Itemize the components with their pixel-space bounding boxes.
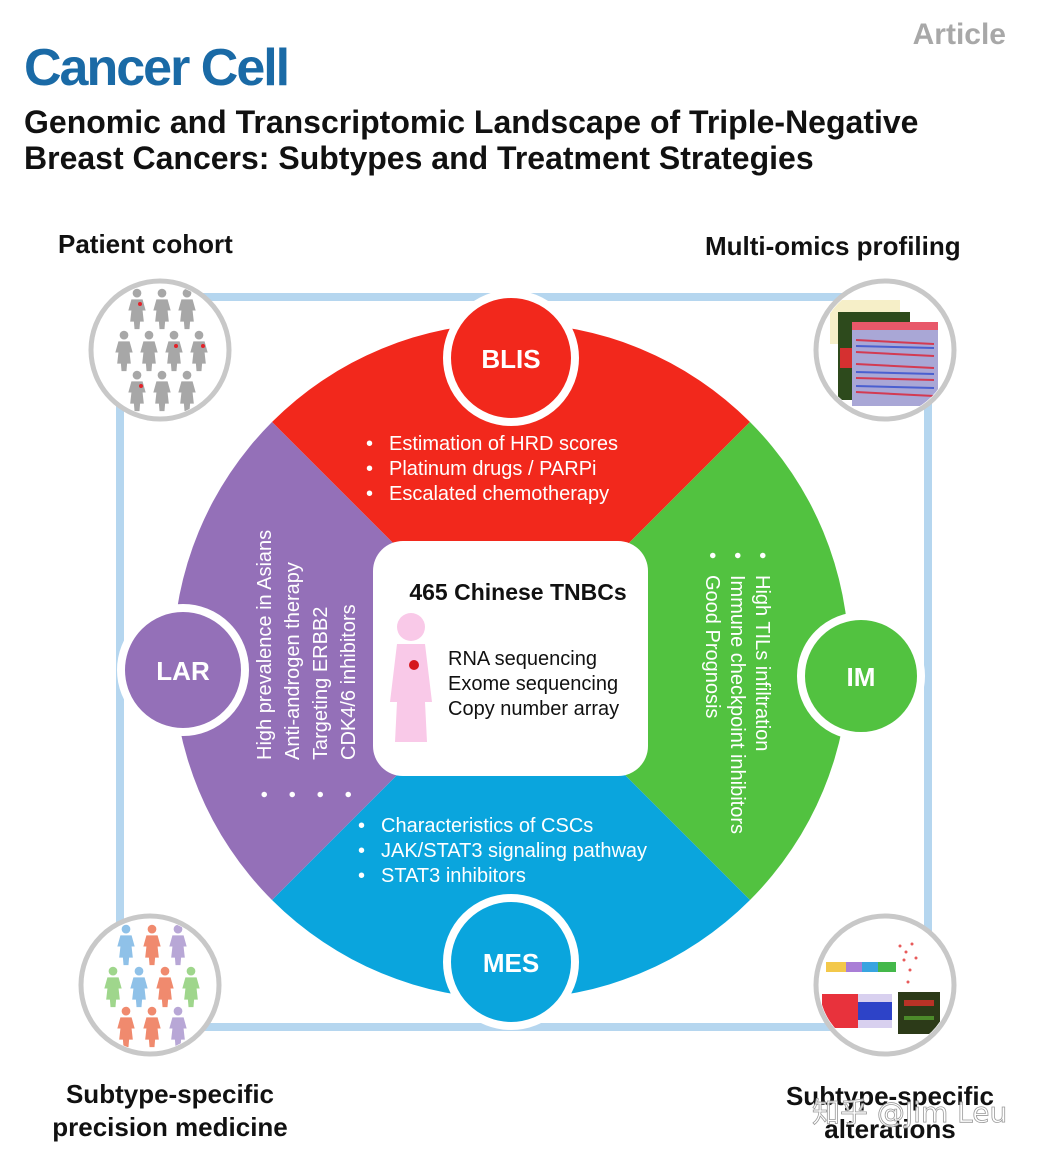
im-item-2: Immune checkpoint inhibitors (726, 575, 748, 834)
lar-item-3: Targeting ERBB2 (310, 607, 332, 760)
lar-badge (117, 604, 249, 736)
im-bullet-3: • (701, 552, 723, 559)
blis-bullet-2: • (366, 458, 373, 480)
watermark: 知乎 @Jim Leu (812, 1096, 1007, 1129)
mes-bullet-1: • (358, 815, 365, 837)
lar-item-2: Anti-androgen therapy (282, 562, 304, 760)
lar-item-4: CDK4/6 inhibitors (338, 604, 360, 760)
caption-alterations-line-1: Subtype-specific (785, 1081, 995, 1111)
lar-bullet-4: • (338, 791, 360, 798)
im-item-1: High TILs infiltration (751, 575, 773, 751)
im-label: IM (847, 662, 876, 692)
center-item-2: Exome sequencing (448, 673, 618, 695)
mes-badge (443, 894, 579, 1030)
blis-quadrant (173, 323, 849, 661)
center-item-1: RNA sequencing (448, 648, 597, 670)
caption-precision-line-2: precision medicine (52, 1112, 288, 1142)
precision-medicine-illustration (78, 913, 222, 1057)
caption-patient-cohort: Patient cohort (58, 229, 233, 259)
mes-quadrant (173, 661, 849, 999)
mes-label: MES (483, 948, 539, 978)
woman-icon (390, 613, 432, 742)
mes-bullet-2: • (358, 840, 365, 862)
blis-item-1: Estimation of HRD scores (389, 433, 618, 455)
caption-precision-medicine: Subtype-specific precision medicine (20, 1078, 320, 1144)
lar-bullet-2: • (282, 791, 304, 798)
im-item-3: Good Prognosis (701, 575, 723, 718)
lar-item-1: High prevalence in Asians (254, 530, 276, 760)
mes-bullet-3: • (358, 865, 365, 887)
center-panel (373, 541, 648, 776)
lar-bullet-3: • (310, 791, 332, 798)
blis-bullet-3: • (366, 483, 373, 505)
journal-logo: Cancer Cell (24, 39, 290, 97)
lar-bullet-1: • (254, 791, 276, 798)
blis-item-3: Escalated chemotherapy (389, 483, 609, 505)
alterations-illustration (813, 913, 957, 1057)
im-quadrant (511, 323, 849, 999)
im-bullet-1: • (751, 552, 773, 559)
caption-alterations-line-2: alterations (824, 1114, 956, 1144)
blis-label: BLIS (481, 344, 540, 374)
caption-precision-line-1: Subtype-specific (65, 1079, 275, 1109)
im-badge (797, 612, 925, 740)
mes-item-2: JAK/STAT3 signaling pathway (381, 840, 647, 862)
center-title: 465 Chinese TNBCs (409, 579, 626, 605)
paper-title: Genomic and Transcriptomic Landscape of … (24, 104, 919, 176)
mes-item-3: STAT3 inhibitors (381, 865, 526, 887)
blis-item-2: Platinum drugs / PARPi (389, 458, 597, 480)
lar-label: LAR (156, 656, 210, 686)
mes-item-1: Characteristics of CSCs (381, 815, 593, 837)
blis-bullet-1: • (366, 433, 373, 455)
lar-quadrant (173, 323, 511, 999)
caption-alterations: Subtype-specific alterations (740, 1080, 1040, 1146)
multi-omics-illustration (813, 278, 957, 422)
article-label: Article (912, 18, 1006, 51)
blis-badge (443, 290, 579, 426)
patient-cohort-illustration (88, 278, 232, 422)
center-item-3: Copy number array (448, 698, 619, 720)
caption-multi-omics: Multi-omics profiling (705, 231, 961, 261)
subtype-ring (173, 323, 849, 999)
im-bullet-2: • (726, 552, 748, 559)
tumor-mark (409, 660, 419, 670)
